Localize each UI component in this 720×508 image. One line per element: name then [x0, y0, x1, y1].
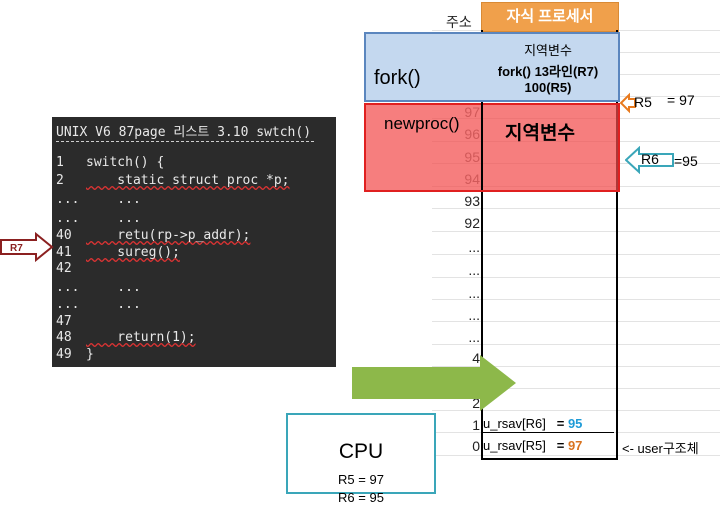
grid-line: [432, 455, 720, 456]
u-rsav-r6-eq: =: [556, 416, 565, 431]
grid-line: [432, 299, 720, 300]
u-rsav-r5-value: 97: [567, 438, 583, 453]
address-12: ...: [468, 307, 480, 323]
code-title: UNIX V6 87page 리스트 3.10 swtch(): [56, 125, 312, 140]
code-line-text: ...: [86, 280, 141, 295]
u-rsav-r5-eq: =: [556, 438, 565, 453]
code-line-number: 42: [56, 261, 72, 276]
code-line-number: 47: [56, 314, 72, 329]
fork-saved-r5: 100(R5): [524, 80, 572, 95]
code-line: 42: [56, 260, 86, 277]
r7-arrow-icon: [0, 232, 54, 262]
address-14: 4: [472, 350, 480, 366]
code-line-number: ...: [56, 280, 80, 295]
address-8: 92: [464, 215, 480, 231]
code-line-number: 41: [56, 245, 72, 260]
u-rsav-r6-value: 95: [567, 416, 583, 431]
grid-line: [432, 208, 720, 209]
code-line-number: 48: [56, 330, 72, 345]
u-rsav-r5-row: u_rsav[R5] = 97: [483, 438, 582, 453]
code-line: 2 static struct proc *p;: [56, 172, 290, 189]
address-13: ...: [468, 329, 480, 345]
code-line: 41 sureg();: [56, 244, 180, 261]
address-10: ...: [468, 262, 480, 278]
fork-frame: [364, 32, 620, 102]
code-line-number: 1: [56, 155, 64, 170]
r6-pointer-value: =95: [674, 153, 698, 169]
address-9: ...: [468, 239, 480, 255]
code-line-text: sureg();: [86, 245, 180, 260]
u-rsav-r6-label: u_rsav[R6]: [483, 416, 546, 431]
code-line-number: ...: [56, 211, 80, 226]
code-line: ... ...: [56, 279, 141, 296]
cpu-r5-value: R5 = 97: [338, 472, 384, 487]
code-line: 49}: [56, 346, 94, 363]
u-rsav-divider: [483, 432, 614, 433]
code-line-text: static struct proc *p;: [86, 173, 290, 188]
address-header: 주소: [446, 14, 472, 30]
user-struct-note: <- user구조체: [622, 441, 699, 456]
code-line-number: 40: [56, 228, 72, 243]
code-line-number: ...: [56, 192, 80, 207]
code-line-text: ...: [86, 211, 141, 226]
grid-line: [432, 277, 720, 278]
newproc-stack-edge: [481, 103, 483, 190]
code-line-text: }: [86, 347, 94, 362]
code-line-number: 49: [56, 347, 72, 362]
code-line-number: ...: [56, 297, 80, 312]
r6-pointer-icon: [625, 146, 674, 174]
address-16: 2: [472, 395, 480, 411]
code-line: ... ...: [56, 210, 141, 227]
r7-label: R7: [10, 243, 23, 254]
newproc-local-var: 지역변수: [505, 123, 575, 144]
fork-return-address: fork() 13라인(R7): [497, 64, 599, 79]
code-line: ... ...: [56, 296, 141, 313]
address-18: 0: [472, 438, 480, 454]
grid-line: [432, 344, 720, 345]
code-separator: [56, 141, 314, 142]
code-line-text: switch() {: [86, 155, 165, 170]
code-line-text: retu(rp->p_addr);: [86, 228, 251, 243]
grid-line: [432, 410, 720, 411]
newproc-frame: [364, 103, 620, 192]
code-line: ... ...: [56, 191, 141, 208]
stack-outline: [481, 30, 618, 460]
cpu-title: CPU: [338, 440, 384, 463]
code-line: 47: [56, 313, 86, 330]
grid-line: [432, 231, 720, 232]
grid-line: [432, 366, 720, 367]
code-panel: UNIX V6 87page 리스트 3.10 swtch() 1 switch(…: [52, 117, 336, 367]
grid-line: [432, 321, 720, 322]
r5-pointer-icon: [620, 92, 636, 114]
fork-label: fork(): [374, 67, 421, 89]
address-7: 93: [464, 193, 480, 209]
green-arrow-icon: [352, 355, 516, 411]
code-line: 48 return(1);: [56, 329, 196, 346]
code-line: 1 switch() {: [56, 154, 164, 171]
u-rsav-r5-label: u_rsav[R5]: [483, 438, 546, 453]
address-11: ...: [468, 285, 480, 301]
address-17: 1: [472, 417, 480, 433]
u-rsav-r6-row: u_rsav[R6] = 95: [483, 416, 582, 431]
child-process-header: 자식 프로세서: [481, 2, 619, 32]
r5-pointer-value: = 97: [667, 92, 695, 108]
cpu-r6-value: R6 = 95: [338, 490, 384, 505]
cpu-box: [286, 413, 436, 494]
grid-line: [432, 388, 720, 389]
code-line-text: return(1);: [86, 330, 196, 345]
newproc-label: newproc(): [384, 114, 460, 133]
grid-line: [432, 254, 720, 255]
code-line: 40 retu(rp->p_addr);: [56, 227, 250, 244]
r5-pointer-label: R5: [634, 94, 652, 110]
code-line-text: ...: [86, 192, 141, 207]
fork-local-var: 지역변수: [524, 43, 572, 58]
code-line-text: ...: [86, 297, 141, 312]
r6-pointer-label: R6: [641, 151, 659, 167]
code-line-number: 2: [56, 173, 64, 188]
